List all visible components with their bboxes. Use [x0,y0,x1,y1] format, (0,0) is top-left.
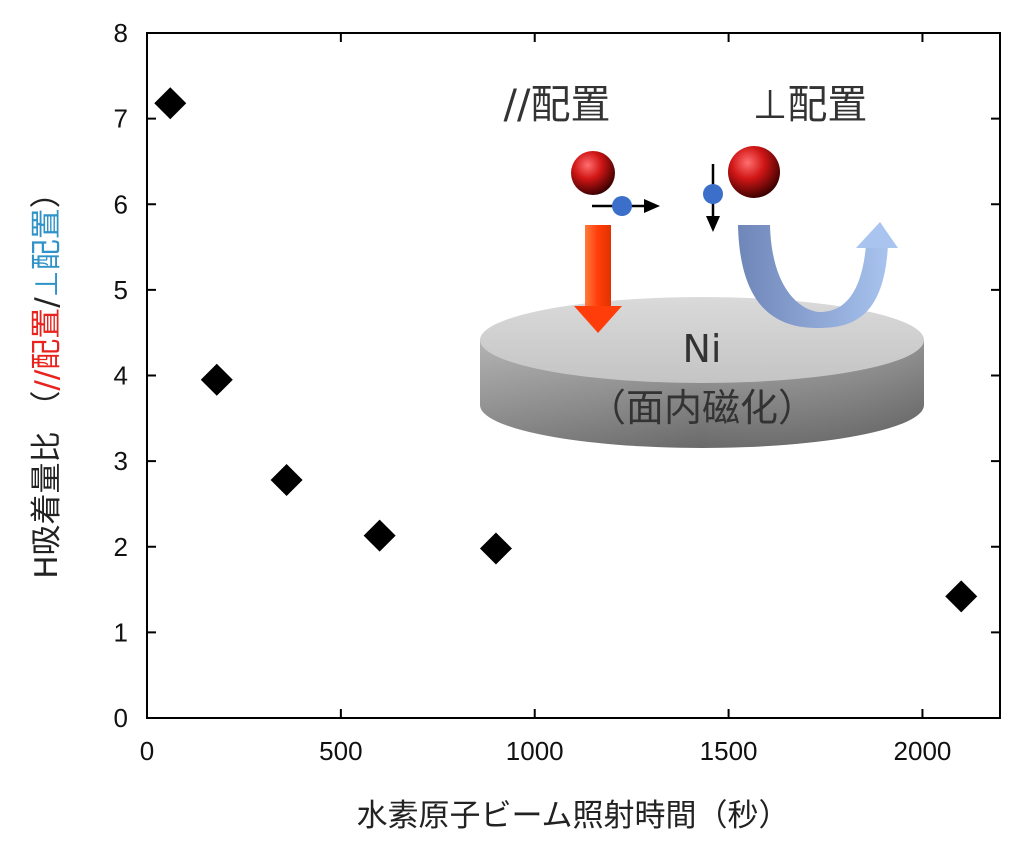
y-tick-label: 0 [114,703,128,733]
data-point-diamond [154,87,187,120]
perp-partner-atom [728,146,780,198]
parallel-partner-atom [571,151,615,195]
y-title-part: / [29,297,65,308]
x-tick-label: 1000 [506,736,564,766]
y-tick-label: 4 [114,361,128,391]
inset-illustration: Ni （面内磁化） //配置 ⊥配置 [480,82,924,448]
parallel-hydrogen-atom [612,196,632,216]
surface-note-label: （面内磁化） [588,386,816,430]
y-tick-label: 5 [114,275,128,305]
y-tick-label: 7 [114,104,128,134]
x-tick-label: 0 [140,736,154,766]
perp-spin-arrowhead [706,216,720,232]
data-point-diamond [200,363,233,396]
y-tick-label: 3 [114,446,128,476]
x-tick-label: 500 [319,736,362,766]
y-axis-title: H吸着量比 （//配置/⊥配置） [29,177,65,579]
y-tick-label: 2 [114,532,128,562]
x-tick-label: 2000 [894,736,952,766]
y-tick-label: 6 [114,189,128,219]
parallel-spin-arrowhead [644,199,660,213]
y-title-part: ⊥配置 [29,208,65,297]
axis-ticks: 0 500 1000 1500 2000 0 1 2 3 4 5 6 7 8 [114,18,1000,766]
y-title-part: ） [29,177,65,208]
parallel-config-label: //配置 [504,82,611,128]
data-point-diamond [479,532,512,565]
perpendicular-config-label: ⊥配置 [753,82,868,128]
x-axis-title: 水素原子ビーム照射時間（秒） [356,798,789,834]
y-title-part: H吸着量比 （ [29,391,65,579]
data-point-diamond [363,519,396,552]
data-point-diamond [945,580,978,613]
perp-hydrogen-atom [703,184,723,204]
x-tick-label: 1500 [700,736,758,766]
surface-name-label: Ni [683,327,722,371]
data-points [154,87,978,613]
adsorption-arrow [574,225,622,333]
data-point-diamond [270,463,303,496]
y-tick-label: 8 [114,18,128,48]
reflection-arrow [738,222,898,328]
y-tick-label: 1 [114,617,128,647]
y-title-part: //配置 [29,308,65,391]
